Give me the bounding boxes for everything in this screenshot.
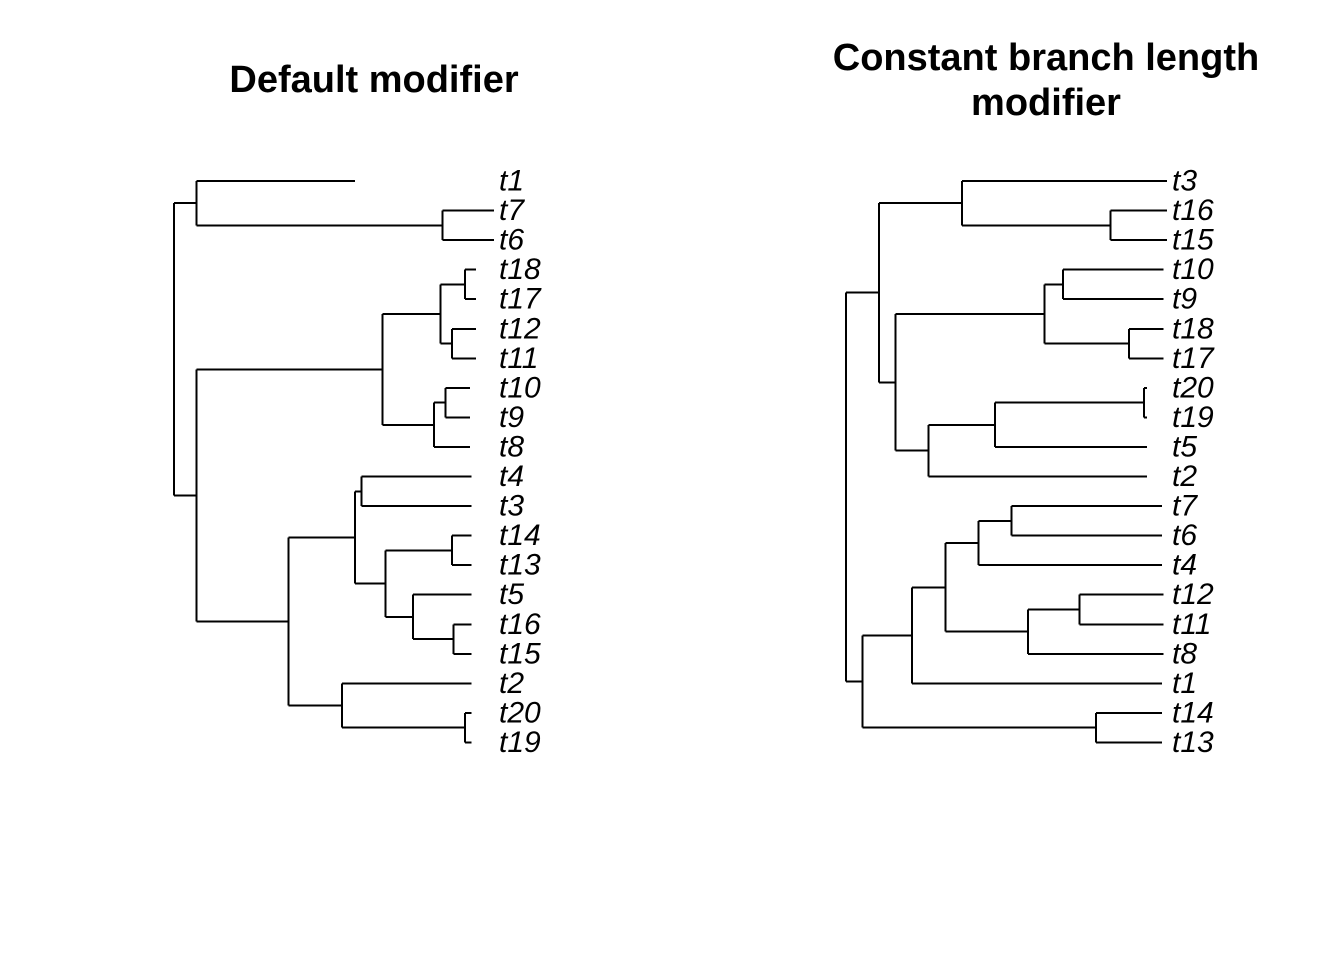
tip-label: t13 [1172,726,1214,759]
panel-title-line: modifier [971,82,1121,124]
tip-label: t18 [499,253,541,286]
tip-label: t5 [1172,430,1197,463]
tip-label: t3 [1172,165,1197,198]
panel-title-default-modifier: Default modifier [124,58,624,103]
tip-label: t3 [499,490,524,523]
tip-label: t16 [499,608,541,641]
tip-label: t2 [499,667,524,700]
tip-label: t12 [1172,578,1214,611]
panel-title-line: Default modifier [229,59,519,101]
tip-label: t17 [499,283,542,316]
tip-label: t14 [1172,696,1214,729]
tip-label: t4 [1172,549,1197,582]
tip-label: t19 [1172,401,1214,434]
tip-label: t6 [1172,519,1197,552]
tip-label: t2 [1172,460,1197,493]
tip-label: t1 [1172,667,1197,700]
tip-label: t7 [1172,490,1198,523]
tip-label: t1 [499,165,524,198]
tip-label: t11 [499,342,538,375]
tip-label: t14 [499,519,541,552]
panel-title-constant-branch-length-modifier: Constant branch length modifier [796,36,1296,126]
tip-label: t20 [1172,371,1214,404]
tip-label: t8 [499,430,524,463]
panel-title-line: Constant branch length [832,37,1260,79]
tip-label: t18 [1172,312,1214,345]
tree-default-modifier: t1t7t6t18t17t12t11t10t9t8t4t3t14t13t5t16… [173,165,542,759]
tip-label: t4 [499,460,524,493]
tip-label: t9 [499,401,524,434]
tip-label: t9 [1172,283,1197,316]
tip-label: t16 [1172,194,1214,227]
tip-label: t19 [499,726,541,759]
tip-label: t10 [1172,253,1214,286]
tip-label: t15 [1172,224,1214,257]
tip-label: t8 [1172,637,1197,670]
tip-label: t5 [499,578,524,611]
tip-label: t17 [1172,342,1215,375]
tip-label: t10 [499,371,541,404]
tip-label: t15 [499,637,541,670]
tip-label: t12 [499,312,541,345]
tip-label: t7 [499,194,525,227]
tip-label: t13 [499,549,541,582]
tip-label: t11 [1172,608,1211,641]
tree-constant-branch-length-modifier: t3t16t15t10t9t18t17t20t19t5t2t7t6t4t12t1… [845,165,1215,759]
tip-label: t6 [499,224,524,257]
tip-label: t20 [499,696,541,729]
